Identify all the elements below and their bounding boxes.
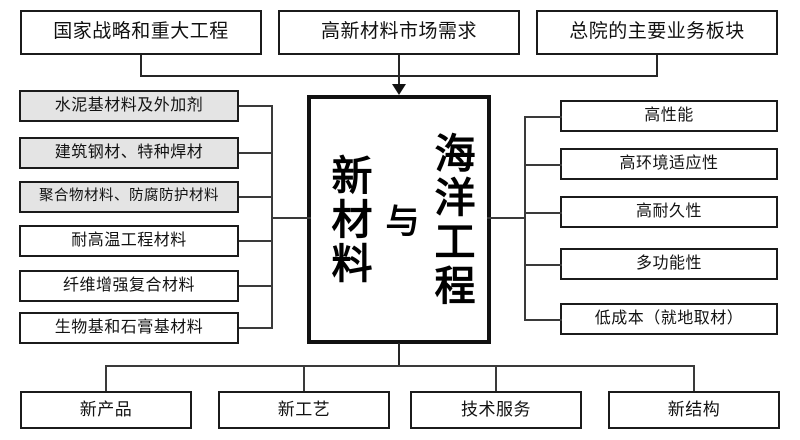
material-label: 耐高温工程材料 [71, 232, 187, 250]
material-label: 水泥基材料及外加剂 [54, 97, 204, 115]
output-label: 新工艺 [277, 399, 331, 419]
output-box-technical-service[interactable]: 技术服务 [410, 391, 582, 429]
connector-output-3-drop [693, 365, 695, 392]
connector-output-0-drop [105, 365, 107, 392]
attribute-label: 高耐久性 [635, 203, 702, 221]
hub-text-marine-engineering: 海洋工程 [428, 131, 474, 308]
output-box-new-structure[interactable]: 新结构 [608, 391, 780, 429]
connector-material-0-stub [239, 105, 273, 107]
driver-label: 国家战略和重大工程 [53, 21, 229, 43]
connector-hub-outflow [398, 343, 400, 367]
material-box-biobased-gypsum[interactable]: 生物基和石膏基材料 [19, 312, 239, 344]
hub-text-conjunction: 与 [380, 202, 418, 237]
connector-attribute-1-stub [524, 164, 562, 166]
attribute-label: 低成本（就地取材） [594, 310, 744, 328]
material-box-steel-welding[interactable]: 建筑钢材、特种焊材 [19, 137, 239, 169]
attribute-box-low-cost[interactable]: 低成本（就地取材） [560, 303, 778, 335]
connector-hub-to-attributes [487, 217, 526, 219]
connector-driver-1-drop [398, 55, 400, 76]
driver-label: 高新材料市场需求 [320, 21, 477, 43]
connector-output-1-drop [303, 365, 305, 392]
output-box-new-product[interactable]: 新产品 [20, 391, 192, 429]
output-label: 技术服务 [461, 399, 531, 419]
attribute-label: 多功能性 [635, 255, 702, 273]
output-box-new-process[interactable]: 新工艺 [218, 391, 390, 429]
driver-box-national-strategy[interactable]: 国家战略和重大工程 [20, 10, 262, 55]
connector-driver-2-drop [656, 55, 658, 76]
attribute-box-environmental-adaptability[interactable]: 高环境适应性 [560, 148, 778, 180]
material-label: 建筑钢材、特种焊材 [54, 144, 204, 162]
attribute-box-multifunctional[interactable]: 多功能性 [560, 248, 778, 280]
connector-hub-inflow [398, 75, 400, 86]
connector-material-5-stub [239, 327, 273, 329]
hub-text-new-materials: 新材料 [325, 153, 371, 286]
driver-label: 总院的主要业务板块 [569, 21, 745, 43]
driver-box-business-segments[interactable]: 总院的主要业务板块 [536, 10, 778, 55]
material-box-polymer-anticorrosion[interactable]: 聚合物材料、防腐防护材料 [19, 181, 239, 213]
material-box-cement-based[interactable]: 水泥基材料及外加剂 [19, 90, 239, 122]
connector-material-1-stub [239, 152, 273, 154]
material-box-high-temperature[interactable]: 耐高温工程材料 [19, 225, 239, 257]
arrow-down-icon [392, 84, 406, 95]
output-label: 新结构 [667, 399, 721, 419]
connector-attribute-0-stub [524, 116, 562, 118]
connector-material-2-stub [239, 196, 273, 198]
material-label: 纤维增强复合材料 [62, 277, 195, 295]
connector-outputs-bus [105, 365, 695, 367]
connector-driver-0-drop [140, 55, 142, 76]
connector-material-4-stub [239, 285, 273, 287]
material-box-fiber-composite[interactable]: 纤维增强复合材料 [19, 270, 239, 302]
connector-attribute-2-stub [524, 212, 562, 214]
attribute-box-durability[interactable]: 高耐久性 [560, 196, 778, 228]
material-label: 生物基和石膏基材料 [54, 319, 204, 337]
connector-attribute-4-stub [524, 319, 562, 321]
material-label: 聚合物材料、防腐防护材料 [39, 188, 219, 205]
output-label: 新产品 [79, 399, 133, 419]
attribute-label: 高性能 [644, 107, 694, 125]
connector-material-3-stub [239, 240, 273, 242]
connector-output-2-drop [495, 365, 497, 392]
attribute-label: 高环境适应性 [619, 155, 719, 173]
attribute-box-high-performance[interactable]: 高性能 [560, 100, 778, 132]
connector-materials-to-hub [271, 217, 311, 219]
connector-attribute-3-stub [524, 264, 562, 266]
hub-box-marine-engineering-new-materials[interactable]: 海洋工程 与 新材料 [307, 95, 491, 344]
driver-box-market-demand[interactable]: 高新材料市场需求 [278, 10, 520, 55]
